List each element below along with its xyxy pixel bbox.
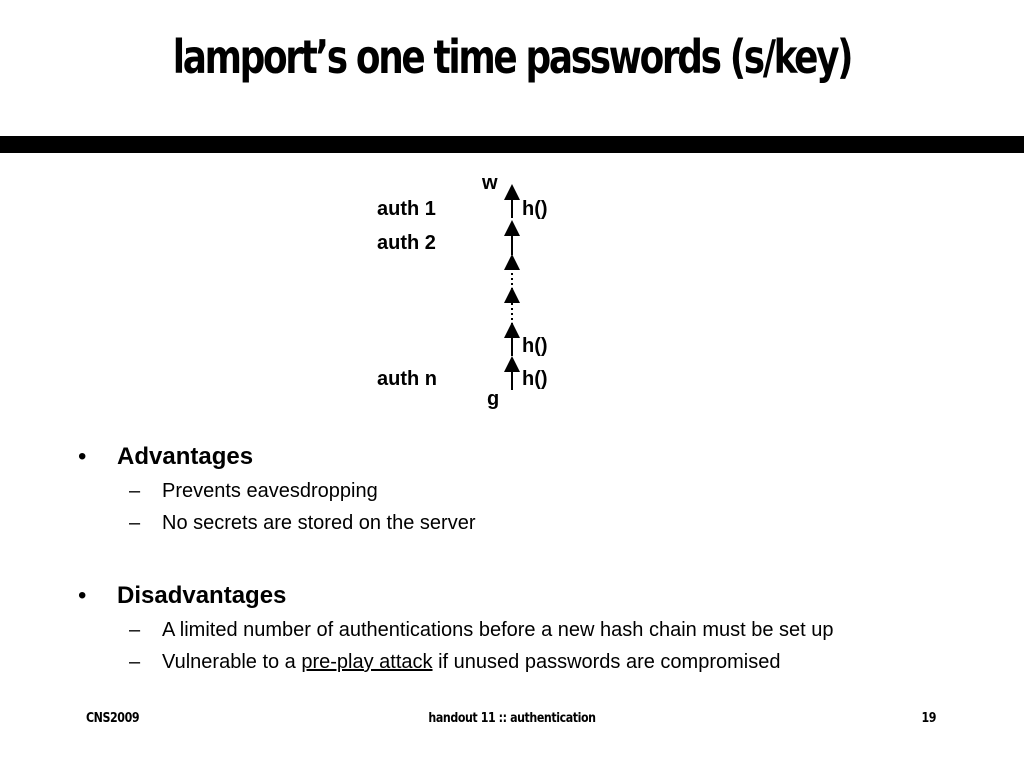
- text-run: if unused passwords are compromised: [432, 651, 781, 673]
- bullet-dot: •: [78, 443, 87, 470]
- chain-top-label: w: [481, 172, 498, 194]
- slide-number: 19: [921, 711, 936, 726]
- slide-title: lamport’s one time passwords (s/key): [172, 30, 854, 84]
- footer-left: CNS2009: [86, 711, 140, 726]
- bullet-dot: •: [78, 582, 87, 609]
- dash-marker: –: [129, 651, 141, 673]
- dash-marker: –: [129, 480, 141, 502]
- hash-label: h(): [522, 368, 548, 390]
- pre-play-attack-term: pre-play attack: [301, 651, 433, 673]
- hash-label: h(): [522, 335, 548, 357]
- auth-label: auth n: [377, 368, 437, 390]
- hash-label: h(): [522, 198, 548, 220]
- hash-chain-diagram: w g auth 1 h() auth 2 h() auth n h(): [377, 172, 548, 410]
- auth-label: auth 2: [377, 232, 436, 254]
- chain-bottom-label: g: [487, 388, 499, 410]
- dash-marker: –: [129, 619, 141, 641]
- text-run: Vulnerable to a: [162, 651, 302, 673]
- title-divider: [0, 136, 1024, 153]
- footer-center: handout 11 :: authentication: [428, 711, 596, 726]
- dash-marker: –: [129, 512, 141, 534]
- auth-label: auth 1: [377, 198, 436, 220]
